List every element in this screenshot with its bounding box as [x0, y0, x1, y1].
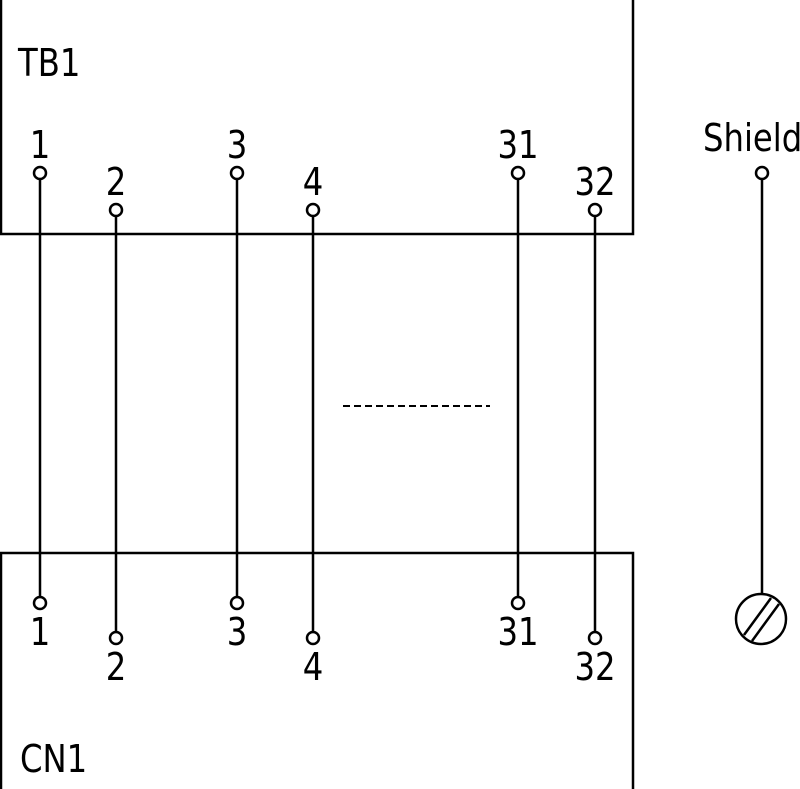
ground-icon: [734, 592, 788, 646]
cn1-terminal-1: [32, 595, 48, 611]
pin-1-wire: 11: [30, 124, 51, 655]
tb1-pin-label: 3: [227, 124, 248, 168]
tb1-terminal-2: [108, 202, 124, 218]
cn1-pin-label: 1: [30, 611, 51, 655]
tb1-terminal-31: [510, 165, 526, 181]
tb1-pin-label: 31: [497, 124, 538, 168]
cn1-terminal-2: [108, 630, 124, 646]
cn1-pin-label: 32: [574, 646, 615, 690]
cn1-terminal-32: [587, 630, 603, 646]
tb1-pin-label: 2: [106, 161, 127, 205]
cn1-pin-label: 31: [497, 611, 538, 655]
tb1-terminal-32: [587, 202, 603, 218]
pin-32-wire: 32 32: [574, 161, 615, 690]
cn1-pin-label: 4: [303, 646, 324, 690]
shield-label: Shield: [703, 117, 800, 161]
tb1-pin-label: 32: [574, 161, 615, 205]
tb1-terminal-4: [305, 202, 321, 218]
cn1-pin-label: 3: [227, 611, 248, 655]
cn1-label: CN1: [20, 738, 87, 782]
tb1-terminal-3: [229, 165, 245, 181]
tb1-pin-label: 4: [303, 161, 324, 205]
shield-wire: Shield: [703, 117, 800, 646]
tb1-terminal-1: [32, 165, 48, 181]
pin-31-wire: 31 31: [497, 124, 538, 655]
cn1-terminal-31: [510, 595, 526, 611]
pin-3-wire: 33: [227, 124, 248, 655]
pin-2-wire: 22: [106, 161, 127, 690]
shield-terminal-circle: [754, 165, 770, 181]
tb1-label: TB1: [17, 42, 80, 86]
cn1-pin-label: 2: [106, 646, 127, 690]
cn1-block: [0, 551, 635, 789]
pin-4-wire: 44: [303, 161, 324, 690]
cn1-terminal-3: [229, 595, 245, 611]
cn1-terminal-4: [305, 630, 321, 646]
tb1-pin-label: 1: [30, 124, 51, 168]
tb1-block: [0, 0, 635, 236]
